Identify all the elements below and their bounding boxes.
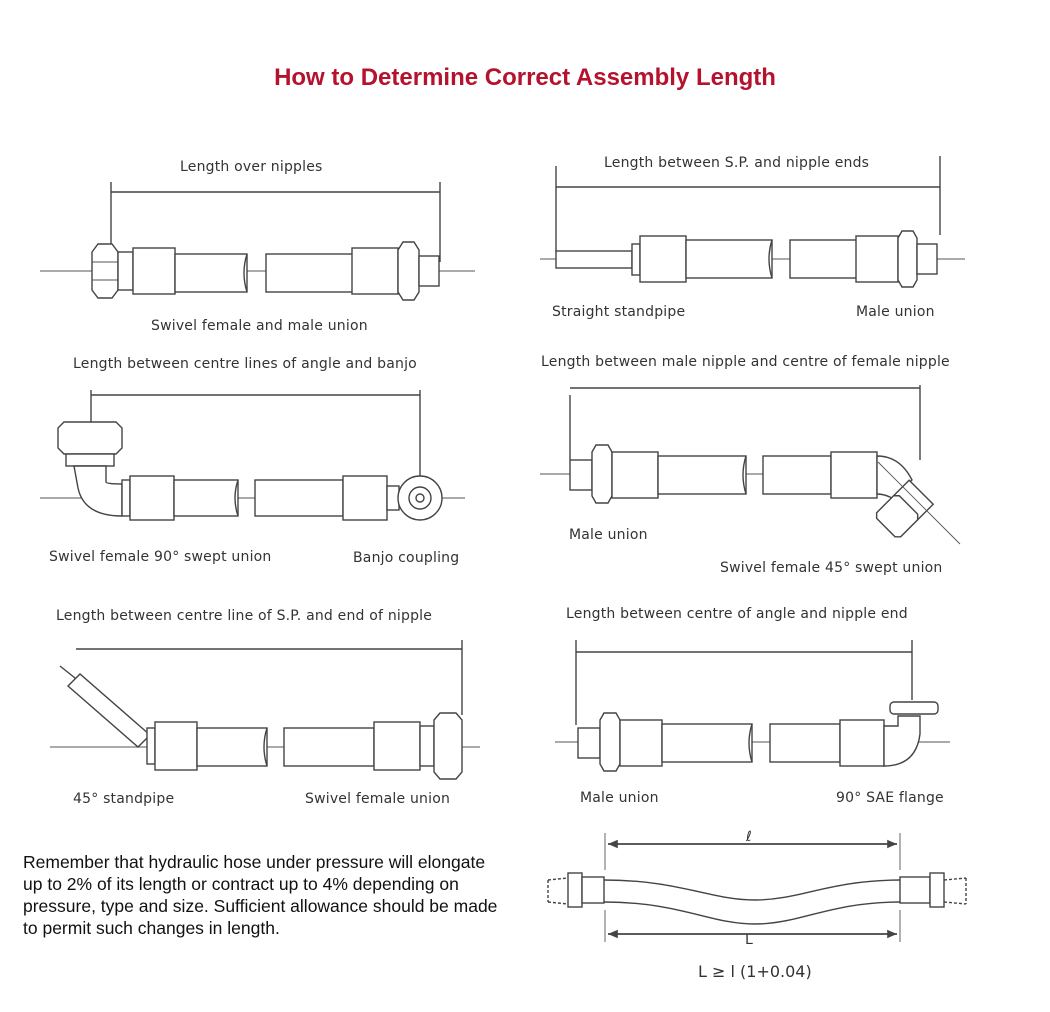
part-label-3a: Swivel female 90° swept union — [49, 549, 272, 565]
assembly-male-union-90-sae-flange — [555, 640, 950, 772]
part-label-5a: 45° standpipe — [73, 791, 175, 807]
part-label-3b: Banjo coupling — [353, 550, 460, 566]
part-label-5b: Swivel female union — [305, 791, 451, 807]
part-label-2a: Straight standpipe — [552, 304, 686, 320]
part-label-1a: Swivel female and male union — [151, 318, 368, 334]
length-formula: L ≥ l (1+0.04) — [698, 962, 812, 981]
assembly-swivel-female-male-union — [40, 182, 475, 301]
page-title: How to Determine Correct Assembly Length — [274, 64, 776, 91]
part-label-4a: Male union — [569, 527, 648, 543]
assembly-90-swept-union-banjo — [40, 390, 465, 521]
dimension-label-4: Length between male nipple and centre of… — [541, 354, 950, 370]
dimension-label-6: Length between centre of angle and nippl… — [566, 606, 908, 622]
part-label-6b: 90° SAE flange — [836, 790, 944, 806]
part-label-4b: Swivel female 45° swept union — [720, 560, 943, 576]
hose-elongation-diagram — [547, 833, 967, 942]
dimension-label-5: Length between centre line of S.P. and e… — [56, 608, 433, 624]
part-label-2b: Male union — [856, 304, 935, 320]
dimension-label-3: Length between centre lines of angle and… — [73, 356, 417, 372]
elongation-note: Remember that hydraulic hose under press… — [23, 852, 498, 938]
assembly-45-standpipe-swivel-female — [50, 640, 480, 780]
symbol-long-length: L — [745, 932, 753, 948]
dimension-label-1: Length over nipples — [180, 159, 323, 175]
assembly-male-union-45-swept — [540, 385, 961, 545]
symbol-short-length: ℓ — [746, 829, 752, 845]
part-label-6a: Male union — [580, 790, 659, 806]
assembly-straight-standpipe-male-union — [540, 156, 965, 288]
dimension-label-2: Length between S.P. and nipple ends — [604, 155, 870, 171]
